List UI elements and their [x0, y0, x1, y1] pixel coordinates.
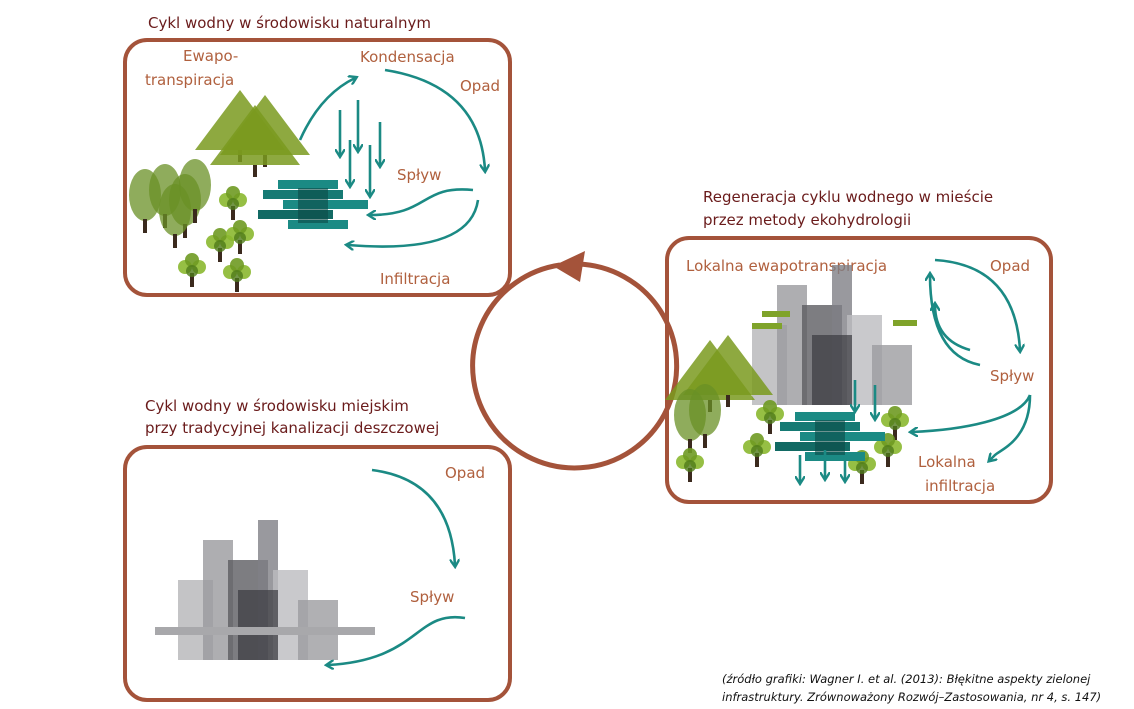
regeneration-title-2: przez metody ekohydrologii — [703, 211, 911, 229]
water-retention-icon — [775, 412, 885, 461]
regeneration-cycle-panel: Regeneracja cyklu wodnego w mieście prze… — [665, 188, 1053, 504]
pavement — [155, 627, 375, 635]
label-runoff: Spływ — [990, 367, 1034, 385]
label-evapotranspiration-1: Ewapo- — [183, 47, 238, 65]
natural-title: Cykl wodny w środowisku naturalnym — [148, 14, 431, 32]
city-illustration — [752, 265, 912, 405]
label-condensation: Kondensacja — [360, 48, 455, 66]
label-infiltration: Infiltracja — [380, 270, 450, 288]
natural-flow-arrows — [298, 68, 485, 247]
panel-frame — [665, 236, 1053, 504]
panel-frame — [123, 38, 512, 297]
label-local-infiltration-2: infiltracja — [925, 477, 995, 495]
regeneration-flow-arrows — [800, 258, 1032, 482]
central-cycle-arrow — [470, 251, 680, 471]
label-runoff: Spływ — [397, 166, 441, 184]
label-local-infiltration-1: Lokalna — [918, 453, 976, 471]
water-body-icon — [258, 180, 368, 229]
label-precipitation: Opad — [990, 257, 1030, 275]
panel-frame — [123, 445, 512, 702]
label-precipitation: Opad — [460, 77, 500, 95]
label-evapotranspiration-2: transpiracja — [145, 71, 234, 89]
source-citation-line-1: (źródło grafiki: Wagner I. et al. (2013)… — [722, 672, 1091, 686]
urban-title-2: przy tradycyjnej kanalizacji deszczowej — [145, 419, 439, 437]
urban-flow-arrows — [328, 468, 466, 665]
urban-title-1: Cykl wodny w środowisku miejskim — [145, 397, 409, 415]
label-precipitation: Opad — [445, 464, 485, 482]
source-citation-line-2: infrastruktury. Zrównoważony Rozwój–Zast… — [722, 690, 1101, 704]
natural-cycle-panel: Cykl wodny w środowisku naturalnym Ewapo… — [123, 14, 512, 297]
regeneration-title-1: Regeneracja cyklu wodnego w mieście — [703, 188, 993, 206]
city-illustration — [178, 520, 338, 660]
urban-cycle-panel: Cykl wodny w środowisku miejskim przy tr… — [123, 397, 512, 702]
label-local-evapotranspiration: Lokalna ewapotranspiracja — [686, 257, 887, 275]
label-runoff: Spływ — [410, 588, 454, 606]
